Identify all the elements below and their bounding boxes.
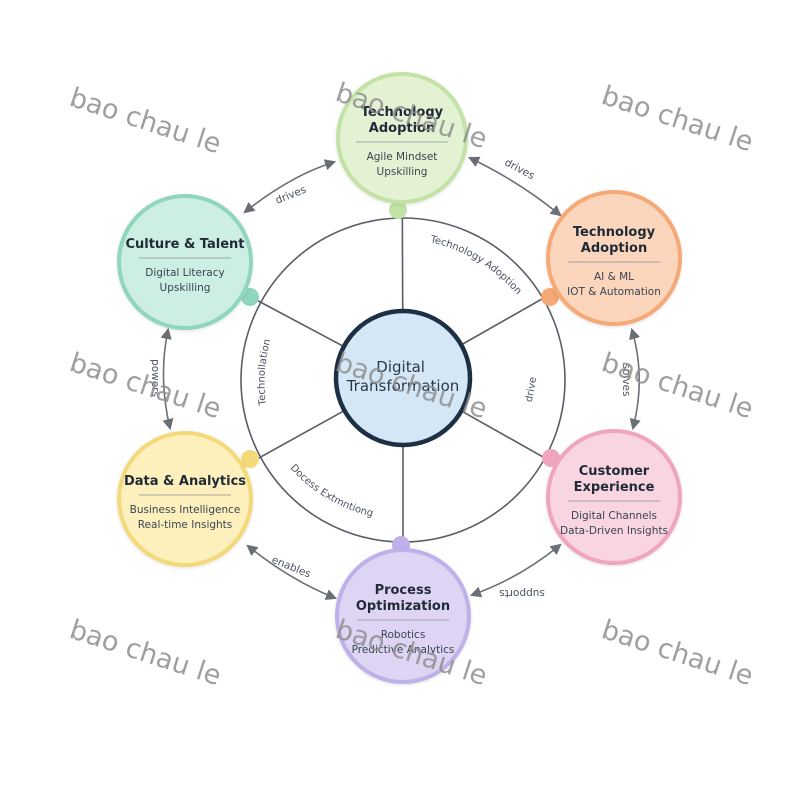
ring-label-top-right: Technology Adoption <box>428 234 523 297</box>
node-item-lower-left: Business Intelligence <box>130 504 241 516</box>
arrow-lower-right-to-bottom <box>469 543 562 598</box>
center-circle <box>333 308 473 448</box>
node-item-bottom: Predictive Analytics <box>352 644 455 656</box>
spoke-upper-right <box>460 289 558 346</box>
node-title-lower-right: Experience <box>574 480 655 495</box>
node-circle-top <box>336 72 468 204</box>
ring-label-right: drive <box>524 376 539 403</box>
node-title-upper-right: Technology <box>573 225 656 240</box>
node-circle-upper-left <box>117 194 253 330</box>
spokes <box>242 201 558 550</box>
node-circle-bottom <box>335 548 471 684</box>
node-title-top: Technology <box>361 105 444 120</box>
arrow-top-to-upper-right <box>467 156 562 217</box>
node-circle-lower-left <box>117 431 253 567</box>
node-tab-top <box>389 201 407 219</box>
arrow-lower-left-to-upper-left <box>160 327 174 431</box>
node-title-bottom: Process <box>375 583 432 598</box>
center-label-line-2: Transformation <box>346 377 460 395</box>
spoke-lower-right <box>460 410 557 466</box>
ring-label-top-right-text: Technology Adoption <box>428 234 523 297</box>
node-title-upper-left: Culture & Talent <box>125 237 244 252</box>
node-circle-upper-right <box>546 190 682 326</box>
node-item-upper-left: Upskilling <box>160 282 211 294</box>
watermark-7: bao chau le <box>66 614 225 692</box>
node-tab-lower-left <box>241 450 259 468</box>
ring-label-left-text: Technollation <box>256 338 273 407</box>
node-title-upper-right: Adoption <box>581 241 647 256</box>
watermark-4: bao chau le <box>66 347 225 425</box>
node-title-lower-right: Customer <box>579 464 650 479</box>
node-title-lower-left: Data & Analytics <box>124 474 246 489</box>
node-tab-upper-right <box>541 288 559 306</box>
node-item-bottom: Robotics <box>381 629 426 641</box>
watermark-3: bao chau le <box>598 80 757 158</box>
arrow-bottom-to-lower-left <box>246 544 338 600</box>
ring-label-bottom-text: Docess Extmntiong <box>288 463 374 520</box>
arrow-upper-left-to-top <box>243 159 337 214</box>
arrow-label-lower-right-to-bottom: supports <box>499 587 545 599</box>
watermark-1: bao chau le <box>66 82 225 160</box>
center-label: Digital Transformation <box>346 358 460 395</box>
center-label-line-1: Digital <box>376 358 425 376</box>
node-item-lower-right: Data-Driven Insights <box>560 525 668 537</box>
node-item-upper-left: Digital Literacy <box>145 267 224 279</box>
watermark-9: bao chau le <box>598 614 757 692</box>
arrow-label-lower-left-to-upper-left: powers <box>149 359 161 397</box>
ring-label-left: Technollation <box>256 338 273 407</box>
node-item-upper-right: IOT & Automation <box>567 286 661 298</box>
node-title-bottom: Optimization <box>356 599 450 614</box>
center-node: Digital Transformation <box>333 308 473 448</box>
arrow-label-upper-right-to-lower-right: solves <box>620 364 632 397</box>
arrow-upper-right-to-lower-right <box>629 327 641 431</box>
node-item-lower-left: Real-time Insights <box>138 519 233 531</box>
node-item-lower-right: Digital Channels <box>571 510 657 522</box>
node-item-upper-right: AI & ML <box>594 271 634 283</box>
spoke-upper-left <box>242 292 345 348</box>
node-title-top: Adoption <box>369 121 435 136</box>
ring-label-bottom: Docess Extmntiong <box>288 463 374 520</box>
spoke-lower-left <box>242 409 345 468</box>
node-circle-lower-right <box>546 429 682 565</box>
node-item-top: Upskilling <box>377 166 428 178</box>
node-item-top: Agile Mindset <box>367 151 438 163</box>
